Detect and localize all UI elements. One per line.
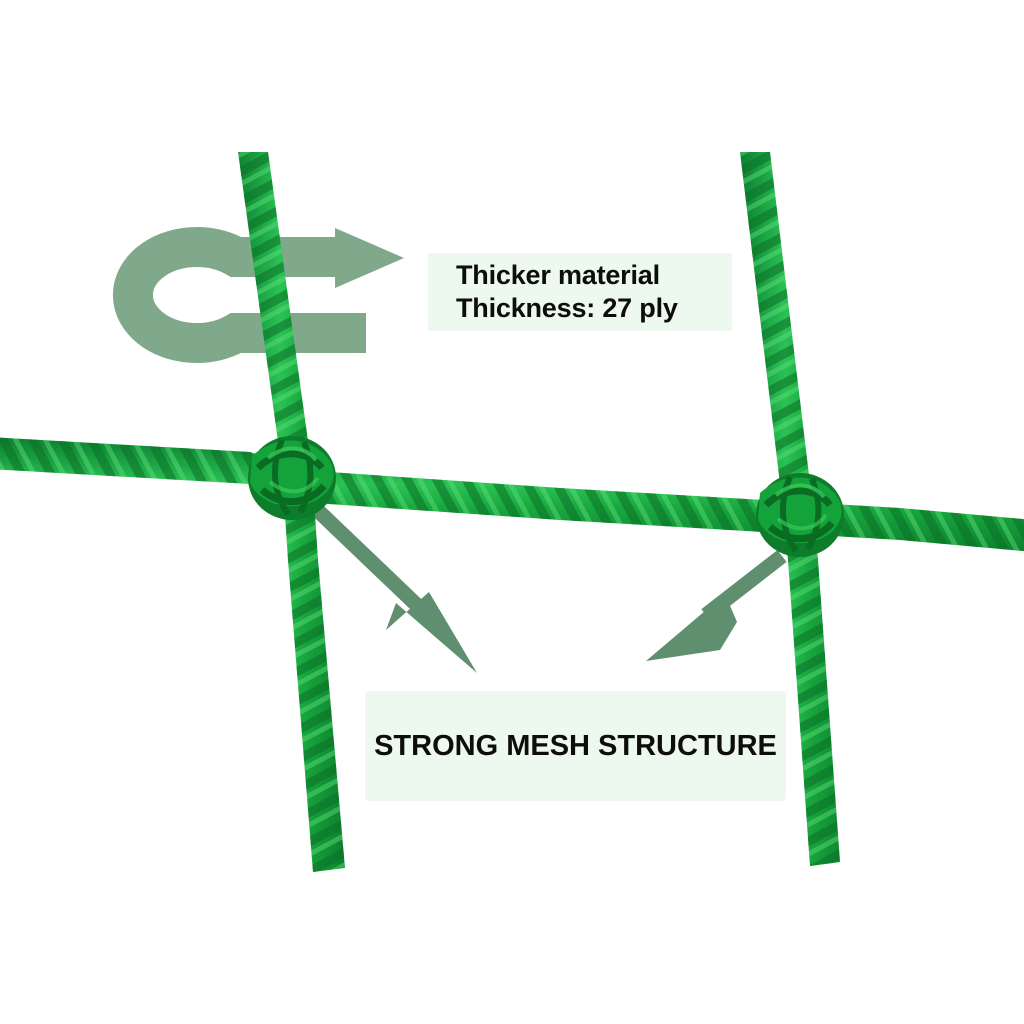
knot-right — [756, 473, 844, 557]
thickness-callout-line-2: Thickness: 27 ply — [456, 293, 678, 323]
strength-callout: STRONG MESH STRUCTURE — [365, 691, 786, 801]
thickness-callout-line-1: Thicker material — [456, 260, 660, 290]
right-pointer-arrow — [646, 550, 787, 661]
thickness-callout: Thicker material Thickness: 27 ply — [428, 253, 732, 331]
horizontal-rope — [0, 437, 1024, 552]
knot-left — [248, 436, 336, 520]
strength-callout-line-1: STRONG MESH STRUCTURE — [374, 729, 777, 762]
left-pointer-arrow — [306, 499, 477, 673]
u-turn-arrow — [112, 227, 404, 363]
